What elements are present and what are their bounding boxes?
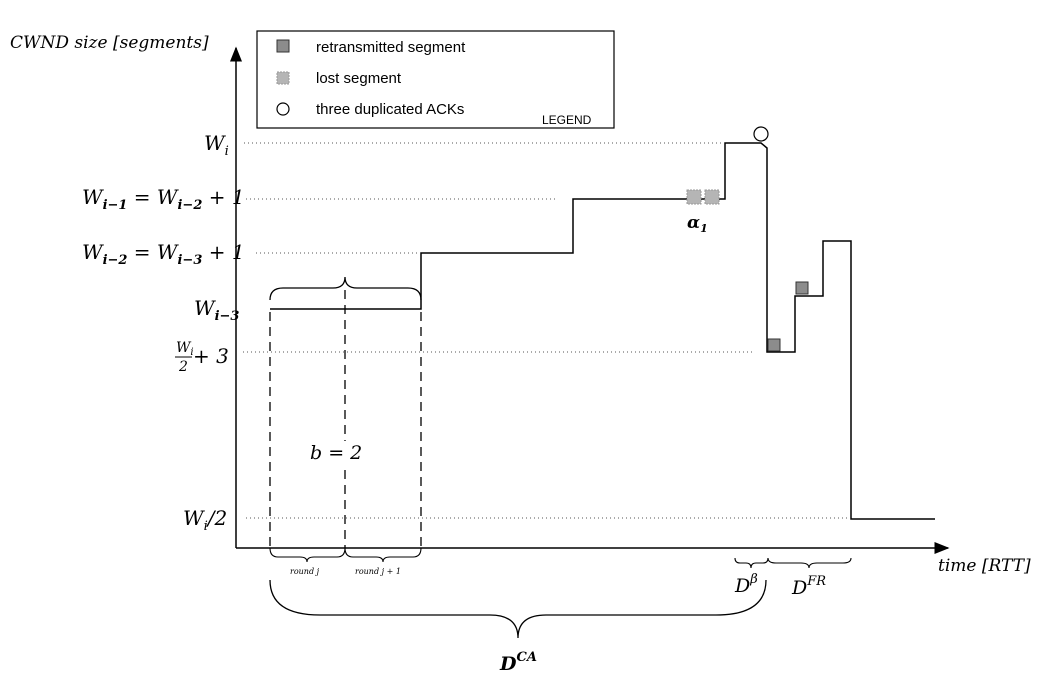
circle-icon: [276, 102, 290, 116]
y-level-wi-minus-3: Wi−3: [194, 296, 239, 324]
y-level-labels: Wi Wi−1 = Wi−2 + 1 Wi−2 = Wi−3 + 1 Wi−3 …: [82, 131, 245, 534]
alpha-label: α1: [687, 213, 708, 235]
x-axis-label: time [RTT]: [938, 556, 1031, 576]
round-dashed-lines: [269, 290, 422, 548]
round-j1-brace: [344, 547, 422, 563]
retransmitted-segment-icon: [795, 281, 809, 295]
lost-segment-icon: [686, 189, 702, 205]
legend-item-label: lost segment: [316, 70, 402, 87]
round-j-label: round j: [290, 567, 320, 576]
legend-box: [256, 30, 615, 129]
cwnd-curve: [270, 142, 935, 520]
b-label: b = 2: [310, 442, 362, 464]
round-brace-top: [269, 276, 422, 301]
svg-text:+ 3: + 3: [193, 344, 229, 368]
legend-title: LEGEND: [542, 113, 592, 127]
round-j-brace: [269, 547, 346, 563]
circle-icon: [753, 126, 769, 142]
d-beta-brace: [734, 557, 769, 569]
lost-segment-icon: [704, 189, 720, 205]
legend-item-label: three duplicated ACKs: [316, 101, 464, 118]
svg-text:2: 2: [178, 359, 188, 375]
b-label-bg: [306, 441, 376, 465]
round-j1-label: round j + 1: [355, 567, 401, 576]
legend: retransmitted segment lost segment three…: [256, 30, 615, 129]
d-ca-brace: [269, 579, 767, 639]
d-ca-label: DCA: [499, 650, 537, 675]
d-fr-brace: [767, 557, 852, 569]
y-level-wi: Wi: [204, 131, 229, 159]
y-level-wi-minus-2: Wi−2 = Wi−3 + 1: [82, 240, 245, 268]
legend-item-label: retransmitted segment: [316, 39, 466, 56]
lost-segment-icon: [276, 71, 290, 85]
retransmitted-segment-icon: [767, 338, 781, 352]
y-level-wi-half: Wi/2: [183, 506, 227, 534]
y-level-half-plus-3: Wi 2 + 3: [175, 340, 229, 375]
svg-text:Wi: Wi: [176, 340, 194, 358]
d-beta-label: Dβ: [734, 572, 758, 597]
y-axis-label: CWND size [segments]: [10, 33, 209, 53]
y-level-wi-minus-1: Wi−1 = Wi−2 + 1: [82, 185, 245, 213]
d-fr-label: DFR: [791, 574, 826, 599]
retransmitted-segment-icon: [276, 39, 290, 53]
